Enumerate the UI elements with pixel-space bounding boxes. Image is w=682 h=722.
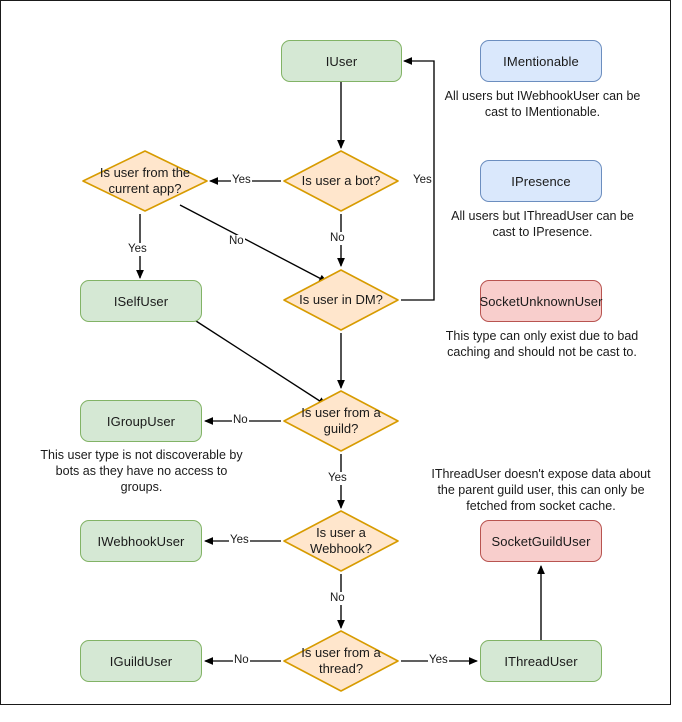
note-igroupuser: This user type is not discoverable by bo…: [40, 448, 243, 494]
edge-label-dm-yes: Yes: [412, 174, 433, 187]
node-label-is-user-from-guild: Is user from a guild?: [301, 405, 381, 436]
node-ipresence[interactable]: IPresence: [480, 160, 602, 202]
edge-label-currentapp-yes: Yes: [127, 243, 148, 256]
node-iwebhookuser[interactable]: IWebhookUser: [80, 520, 202, 562]
edge-label-thread-no: No: [233, 654, 250, 667]
node-label-is-user-from-current-app: Is user from the current app?: [99, 165, 191, 196]
node-igroupuser[interactable]: IGroupUser: [80, 400, 202, 442]
edge-label-guild-yes: Yes: [327, 472, 348, 485]
node-label-is-user-a-webhook: Is user a Webhook?: [310, 525, 372, 556]
node-iselfuser[interactable]: ISelfUser: [80, 280, 202, 322]
node-socketguilduser[interactable]: SocketGuildUser: [480, 520, 602, 562]
edge-label-bot-no: No: [329, 232, 346, 245]
node-label-is-user-from-thread: Is user from a thread?: [301, 645, 381, 676]
node-is-user-in-dm[interactable]: Is user in DM?: [281, 267, 401, 333]
edge-label-currentapp-no: No: [228, 235, 245, 248]
diagram-frame: [0, 0, 671, 705]
node-label-is-user-in-dm: Is user in DM?: [299, 292, 383, 307]
node-ithreaduser[interactable]: IThreadUser: [480, 640, 602, 682]
note-socketguilduser: IThreadUser doesn't expose data about th…: [431, 467, 651, 513]
node-imentionable[interactable]: IMentionable: [480, 40, 602, 82]
edge-label-guild-no: No: [232, 414, 249, 427]
node-label-is-user-a-bot: Is user a bot?: [301, 173, 381, 188]
node-iuser[interactable]: IUser: [281, 40, 402, 82]
edge-label-webhook-no: No: [329, 592, 346, 605]
node-socketunknownuser[interactable]: SocketUnknownUser: [479, 280, 602, 322]
edge-label-bot-yes: Yes: [231, 174, 252, 187]
edge-label-thread-yes: Yes: [428, 654, 449, 667]
note-imentionable: All users but IWebhookUser can be cast t…: [444, 89, 641, 119]
node-is-user-a-bot[interactable]: Is user a bot?: [281, 148, 401, 214]
node-is-user-from-current-app[interactable]: Is user from the current app?: [80, 148, 210, 214]
node-is-user-from-guild[interactable]: Is user from a guild?: [281, 388, 401, 454]
note-socketunknownuser: This type can only exist due to bad cach…: [445, 329, 639, 359]
node-iguilduser[interactable]: IGuildUser: [80, 640, 202, 682]
node-is-user-a-webhook[interactable]: Is user a Webhook?: [281, 508, 401, 574]
node-is-user-from-thread[interactable]: Is user from a thread?: [281, 628, 401, 694]
note-ipresence: All users but IThreadUser can be cast to…: [451, 209, 634, 239]
edge-label-webhook-yes: Yes: [229, 534, 250, 547]
